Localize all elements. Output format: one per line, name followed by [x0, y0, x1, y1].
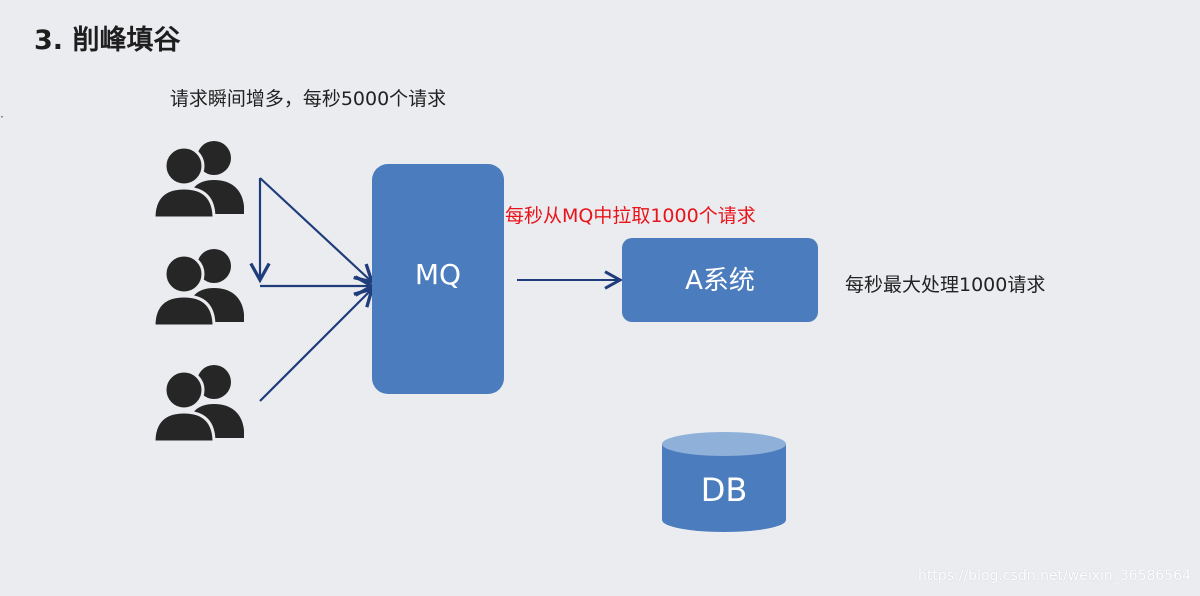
system-a-label: A系统 — [685, 266, 755, 296]
user-group-icon-3 — [152, 363, 246, 444]
system-a-box — [622, 238, 818, 322]
arrow-user3-to-mq — [259, 286, 375, 402]
user-group-icon-2 — [152, 247, 246, 328]
watermark-text: https://blog.csdn.net/weixin_36586564 — [918, 568, 1192, 584]
max-capacity-annotation: 每秒最大处理1000请求 — [845, 274, 1046, 296]
request-burst-note: 请求瞬间增多，每秒5000个请求 — [169, 88, 447, 110]
slide-edge-mark: · — [0, 110, 4, 124]
arrow-user1-to-mq — [259, 177, 375, 285]
mq-box — [372, 164, 504, 394]
mq-label: MQ — [414, 258, 462, 291]
pull-rate-annotation: 每秒从MQ中拉取1000个请求 — [505, 205, 756, 227]
user-group-icon-1 — [152, 139, 246, 220]
slide-title: 3. 削峰填谷 — [34, 25, 181, 56]
database-cylinder — [662, 432, 786, 532]
db-label: DB — [700, 471, 748, 509]
